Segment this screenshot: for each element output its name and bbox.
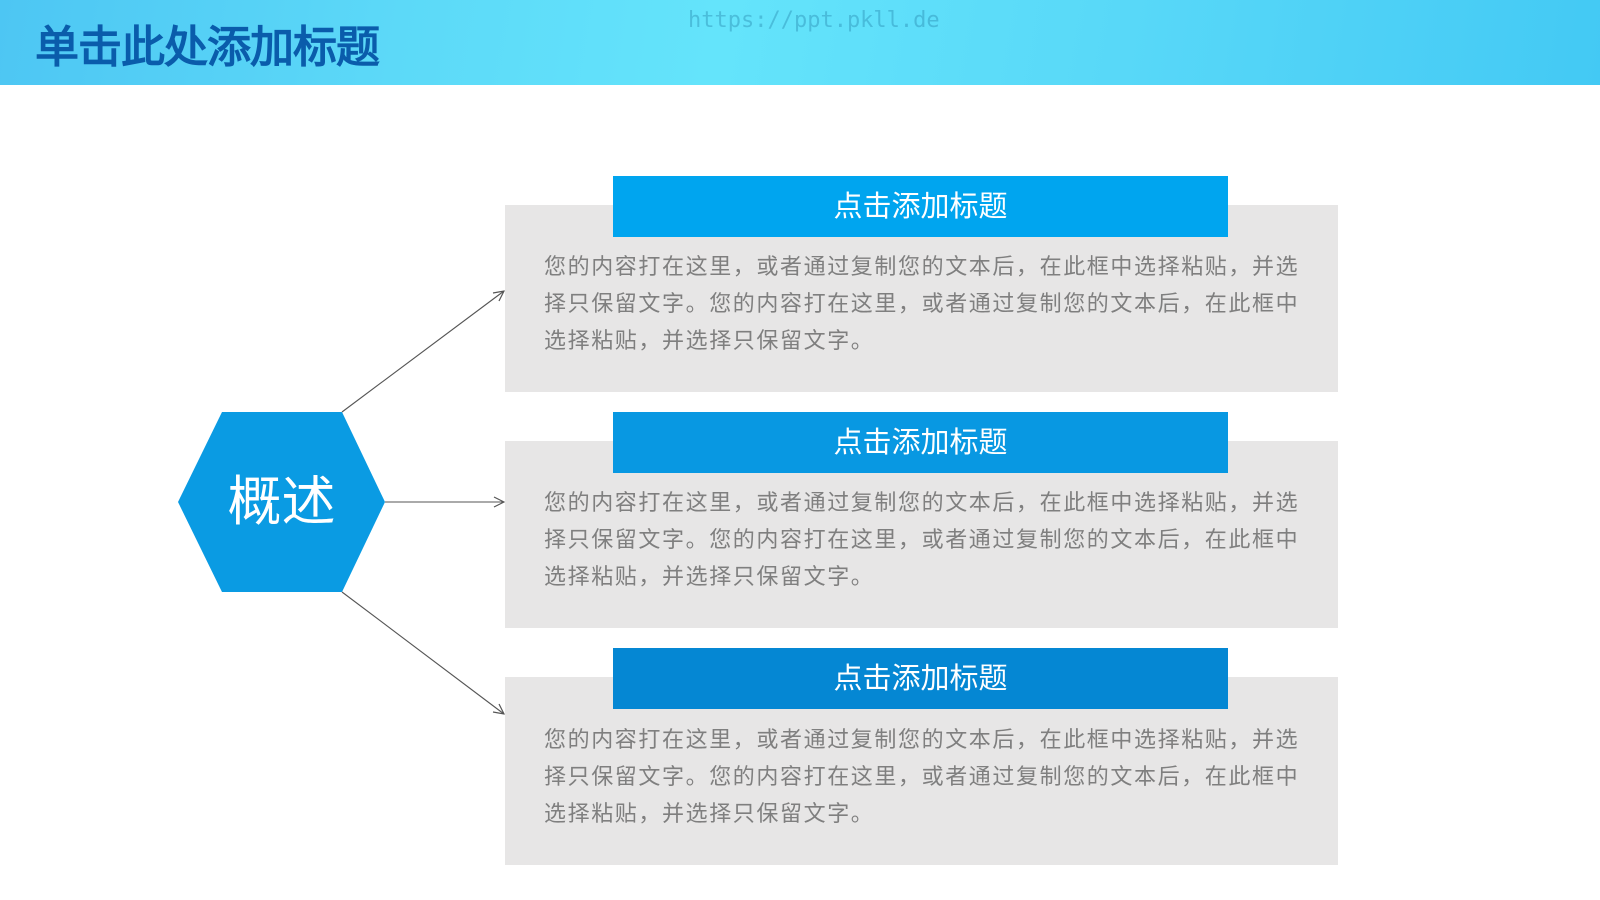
card-2-header[interactable]: 点击添加标题 xyxy=(613,412,1228,473)
watermark-text: https://ppt.pkll.de xyxy=(688,8,940,33)
connector-arrow-bottom xyxy=(341,591,504,714)
hub-label: 概述 xyxy=(227,470,336,533)
card-3-body[interactable]: 您的内容打在这里，或者通过复制您的文本后，在此框中选择粘贴，并选择只保留文字。您… xyxy=(544,728,1300,827)
title-band xyxy=(0,0,1600,85)
card-1-title: 点击添加标题 xyxy=(833,189,1008,223)
card-3-title: 点击添加标题 xyxy=(833,661,1008,695)
card-2-body[interactable]: 您的内容打在这里，或者通过复制您的文本后，在此框中选择粘贴，并选择只保留文字。您… xyxy=(544,491,1300,590)
card-3-header[interactable]: 点击添加标题 xyxy=(613,648,1228,709)
connector-arrow-top xyxy=(341,291,504,413)
card-1-body[interactable]: 您的内容打在这里，或者通过复制您的文本后，在此框中选择粘贴，并选择只保留文字。您… xyxy=(544,255,1300,354)
slide-title[interactable]: 单击此处添加标题 xyxy=(35,22,380,73)
hexagon-shape[interactable] xyxy=(178,412,385,592)
card-1-header[interactable]: 点击添加标题 xyxy=(613,176,1228,237)
card-2-title: 点击添加标题 xyxy=(833,425,1008,459)
